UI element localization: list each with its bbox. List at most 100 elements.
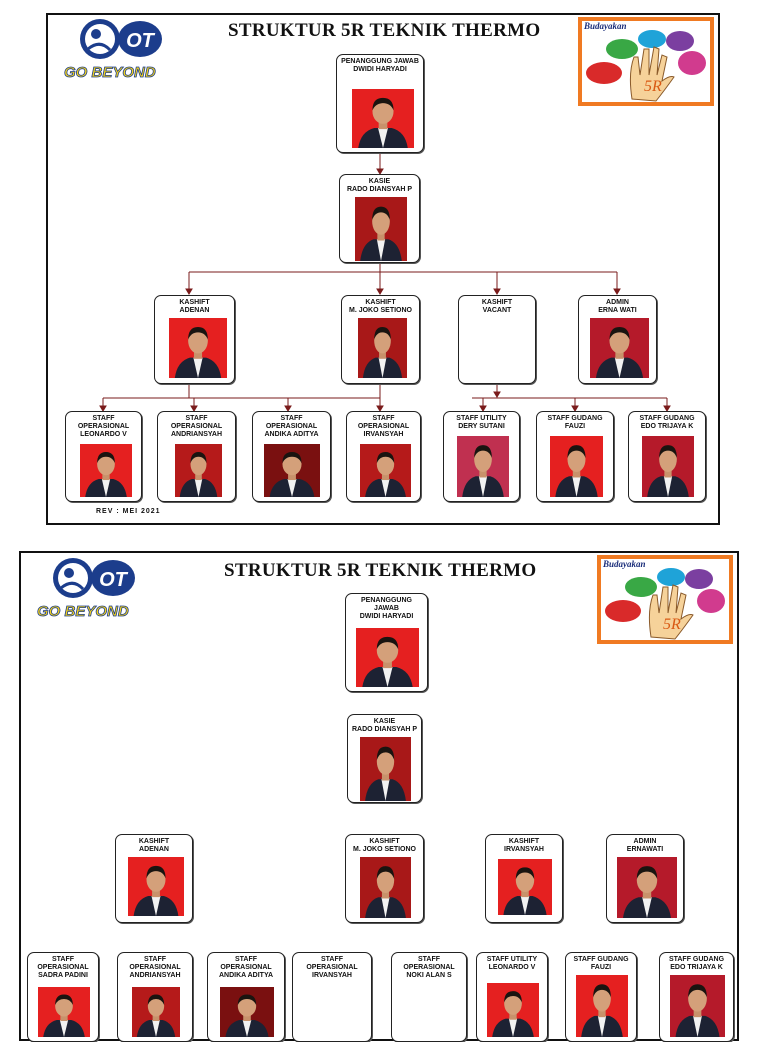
card-label: STAFF OPERASIONAL ANDIKA ADITYA xyxy=(218,956,274,979)
person-photo xyxy=(360,444,411,497)
person-photo xyxy=(670,975,725,1037)
card-kashift-vacant: KASHIFT VACANT xyxy=(458,295,536,384)
person-silhouette-icon xyxy=(365,746,406,801)
card-staff: STAFF OPERASIONAL LEONARDO V xyxy=(65,411,142,502)
person-photo xyxy=(360,857,411,918)
company-logo: OT GO BEYOND xyxy=(37,556,155,622)
person-silhouette-icon xyxy=(136,994,176,1037)
person-silhouette-icon xyxy=(595,327,644,378)
card-staff: STAFF UTILITY LEONARDO V xyxy=(476,952,548,1042)
ot-logo-icon: OT GO BEYOND xyxy=(37,558,135,620)
card-staff: STAFF OPERASIONAL NOKI ALAN S xyxy=(391,952,467,1042)
card-staff: STAFF OPERASIONAL IRVANSYAH xyxy=(292,952,372,1042)
card-penanggung-jawab: PENANGGUNG JAWAB DWIDI HARYADI xyxy=(336,54,424,153)
card-label: STAFF UTILITY DERY SUTANI xyxy=(456,415,507,430)
person-silhouette-icon xyxy=(225,994,269,1037)
person-photo xyxy=(487,983,539,1037)
card-staff: STAFF OPERASIONAL SADRA PADINI xyxy=(27,952,99,1042)
card-label: ADMIN ERNA WATI xyxy=(598,299,637,314)
person-silhouette-icon xyxy=(362,327,403,378)
person-photo xyxy=(220,987,274,1037)
person-photo xyxy=(576,975,628,1037)
person-photo xyxy=(358,318,407,378)
person-silhouette-icon xyxy=(269,451,315,497)
card-label: KASHIFT VACANT xyxy=(481,299,513,314)
card-kashift-irvansyah: KASHIFT IRVANSYAH xyxy=(485,834,563,923)
person-silhouette-icon xyxy=(675,984,720,1037)
person-silhouette-icon xyxy=(647,445,689,497)
person-photo xyxy=(264,444,320,497)
card-staff: STAFF UTILITY DERY SUTANI xyxy=(443,411,520,502)
ot-logo-icon: OT GO BEYOND xyxy=(64,19,162,81)
card-staff: STAFF GUDANG EDO TRIJAYA K xyxy=(628,411,706,502)
card-label: STAFF OPERASIONAL SADRA PADINI xyxy=(37,956,89,979)
svg-text:5R: 5R xyxy=(663,616,681,633)
person-silhouette-icon xyxy=(43,994,85,1037)
person-photo xyxy=(132,987,180,1037)
hand-5r-icon: 5R xyxy=(586,30,706,102)
person-photo xyxy=(128,857,184,916)
card-staff: STAFF OPERASIONAL ANDRIANSYAH xyxy=(157,411,236,502)
card-label: STAFF GUDANG EDO TRIJAYA K xyxy=(639,415,695,430)
card-kasie: KASIE RADO DIANSYAH P xyxy=(347,714,422,803)
person-photo xyxy=(80,444,132,497)
person-photo xyxy=(360,737,411,801)
svg-text:OT: OT xyxy=(99,569,129,591)
card-label: STAFF OPERASIONAL NOKI ALAN S xyxy=(403,956,455,979)
card-admin-ernawati: ADMIN ERNA WATI xyxy=(578,295,657,384)
card-label: PENANGGUNG JAWAB DWIDI HARYADI xyxy=(359,597,414,620)
card-staff: STAFF GUDANG EDO TRIJAYA K xyxy=(659,952,734,1042)
person-photo xyxy=(642,436,694,497)
person-photo xyxy=(356,628,419,687)
person-silhouette-icon xyxy=(179,451,218,497)
person-silhouette-icon xyxy=(492,991,534,1037)
person-silhouette-icon xyxy=(360,206,402,261)
svg-text:5R: 5R xyxy=(644,78,662,95)
person-silhouette-icon xyxy=(362,636,413,687)
card-label: STAFF OPERASIONAL ANDIKA ADITYA xyxy=(264,415,319,438)
card-label: STAFF OPERASIONAL IRVANSYAH xyxy=(306,956,358,979)
person-silhouette-icon xyxy=(462,445,504,497)
card-admin-ernawati: ADMIN ERNAWATI xyxy=(606,834,684,923)
card-label: STAFF OPERASIONAL LEONARDO V xyxy=(77,415,130,438)
card-staff: STAFF GUDANG FAUZI xyxy=(536,411,614,502)
person-silhouette-icon xyxy=(503,867,547,915)
person-silhouette-icon xyxy=(623,866,671,918)
card-label: PENANGGUNG JAWAB DWIDI HARYADI xyxy=(341,58,419,73)
card-label: KASIE RADO DIANSYAH P xyxy=(351,718,418,733)
card-staff: STAFF OPERASIONAL ANDIKA ADITYA xyxy=(252,411,331,502)
budayakan-label: Budayakan xyxy=(603,559,646,569)
person-photo xyxy=(617,857,677,918)
card-label: ADMIN ERNAWATI xyxy=(626,838,664,853)
card-kashift-adenan: KASHIFT ADENAN xyxy=(154,295,235,384)
card-label: KASHIFT IRVANSYAH xyxy=(504,838,544,853)
budayakan-5r-badge: 5R Budayakan xyxy=(578,17,714,106)
card-staff: STAFF OPERASIONAL ANDIKA ADITYA xyxy=(207,952,285,1042)
person-photo xyxy=(457,436,509,497)
card-label: KASHIFT M. JOKO SETIONO xyxy=(352,838,416,853)
person-silhouette-icon xyxy=(581,984,623,1037)
card-label: STAFF GUDANG EDO TRIJAYA K xyxy=(668,956,725,971)
card-label: STAFF UTILITY LEONARDO V xyxy=(486,956,538,971)
person-silhouette-icon xyxy=(85,451,127,497)
chart-title: STRUKTUR 5R TEKNIK THERMO xyxy=(228,20,541,41)
card-label: KASHIFT M. JOKO SETIONO xyxy=(348,299,412,314)
card-label: KASIE RADO DIANSYAH P xyxy=(346,178,413,193)
person-photo xyxy=(175,444,222,497)
budayakan-label: Budayakan xyxy=(584,21,627,31)
card-staff: STAFF OPERASIONAL IRVANSYAH xyxy=(346,411,421,502)
card-label: STAFF OPERASIONAL IRVANSYAH xyxy=(357,415,410,438)
card-label: KASHIFT ADENAN xyxy=(138,838,170,853)
person-photo xyxy=(590,318,649,378)
person-photo xyxy=(355,197,407,261)
person-silhouette-icon xyxy=(358,97,408,148)
person-photo xyxy=(38,987,90,1037)
person-silhouette-icon xyxy=(174,327,222,378)
card-label: STAFF GUDANG FAUZI xyxy=(573,956,629,971)
hand-5r-icon: 5R xyxy=(605,568,725,640)
card-label: STAFF OPERASIONAL ANDRIANSYAH xyxy=(129,956,181,979)
card-label: KASHIFT ADENAN xyxy=(179,299,210,314)
card-staff: STAFF GUDANG FAUZI xyxy=(565,952,637,1042)
card-kashift-adenan: KASHIFT ADENAN xyxy=(115,834,193,923)
budayakan-5r-badge: 5R Budayakan xyxy=(597,555,733,644)
